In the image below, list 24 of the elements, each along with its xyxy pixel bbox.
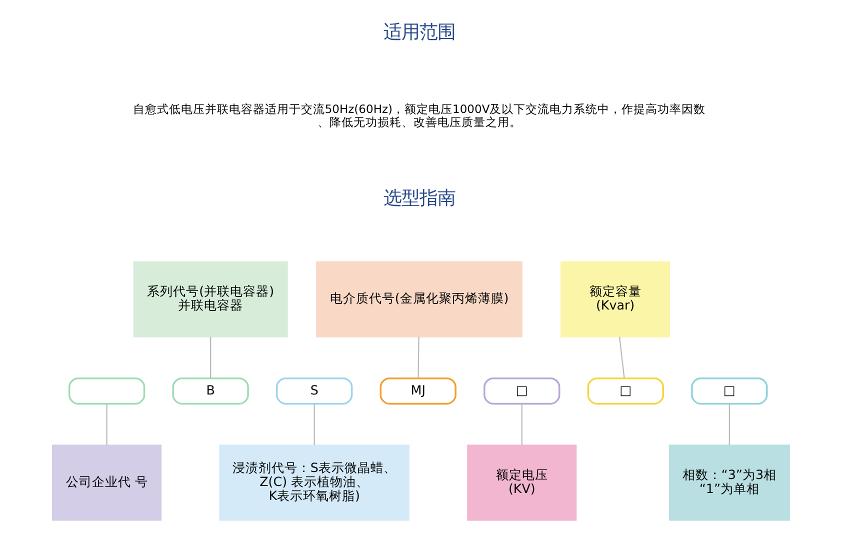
node-box: S <box>276 377 352 405</box>
label: 自愈式低电压并联电容器适用于交流50Hz(60Hz)，额定电压1000V及以下交流电力系统中，作提高功率因数、降低无功损耗、改善电压质量之用。 <box>132 102 706 129</box>
connector <box>106 404 107 446</box>
node-box: □ <box>483 377 560 405</box>
node-box: MJ <box>379 377 456 405</box>
connector <box>618 336 624 378</box>
connector <box>313 404 314 446</box>
node-box: □ <box>690 377 768 405</box>
node-box: B <box>172 377 248 405</box>
node-box: 浸渍剂代号：S表示微晶蜡、Z(C) 表示植物油、K表示环氧树脂) <box>218 444 409 521</box>
node-box <box>68 377 145 405</box>
node-box: 公司企业代 号 <box>52 444 162 521</box>
connector <box>520 404 522 446</box>
node-box: 相数：“3”为3相“1”为单相 <box>668 444 790 521</box>
node-box: □ <box>586 377 664 405</box>
connector <box>417 336 419 378</box>
node-box: 系列代号(并联电容器)并联电容器 <box>132 261 288 338</box>
label: 适用范围 <box>382 22 455 43</box>
node-box: 额定电压(KV) <box>466 444 576 521</box>
connector <box>210 336 211 378</box>
node-box: 电介质代号(金属化聚丙烯薄膜) <box>316 261 522 338</box>
connector <box>728 404 730 446</box>
node-box: 额定容量(Kvar) <box>560 261 670 338</box>
label: 选型指南 <box>382 188 455 210</box>
